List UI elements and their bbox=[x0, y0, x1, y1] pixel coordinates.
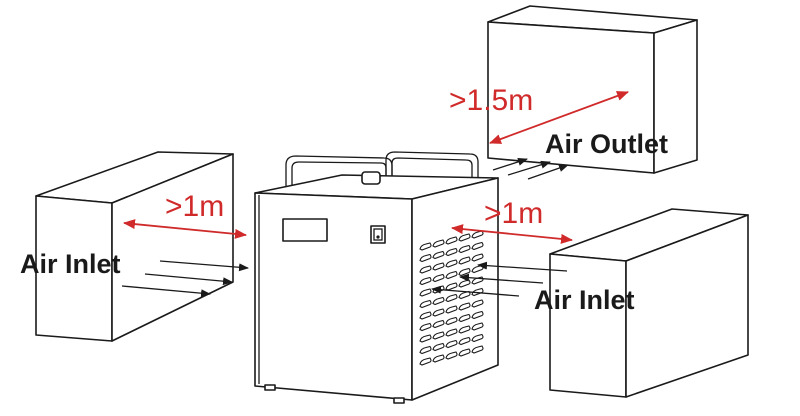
right-inlet-arrows bbox=[431, 261, 568, 297]
left-inlet-arrows bbox=[121, 260, 249, 298]
left-distance-arrow bbox=[123, 219, 247, 239]
top-distance-label: >1.5m bbox=[449, 84, 534, 117]
left-air-inlet-label: Air Inlet bbox=[20, 249, 121, 279]
air-outlet-label: Air Outlet bbox=[545, 129, 669, 159]
chiller-unit bbox=[254, 151, 499, 404]
right-distance-arrow bbox=[451, 224, 573, 244]
right-air-inlet-label: Air Inlet bbox=[534, 285, 635, 315]
right-distance-label: >1m bbox=[484, 197, 544, 230]
power-switch-icon bbox=[370, 225, 386, 244]
outlet-arrows bbox=[492, 157, 569, 180]
left-obstacle-box bbox=[35, 151, 234, 342]
side-vent-grille bbox=[419, 230, 484, 366]
left-distance-label: >1m bbox=[165, 190, 225, 223]
right-obstacle-box bbox=[549, 208, 749, 398]
top-distance-arrow bbox=[489, 91, 629, 144]
